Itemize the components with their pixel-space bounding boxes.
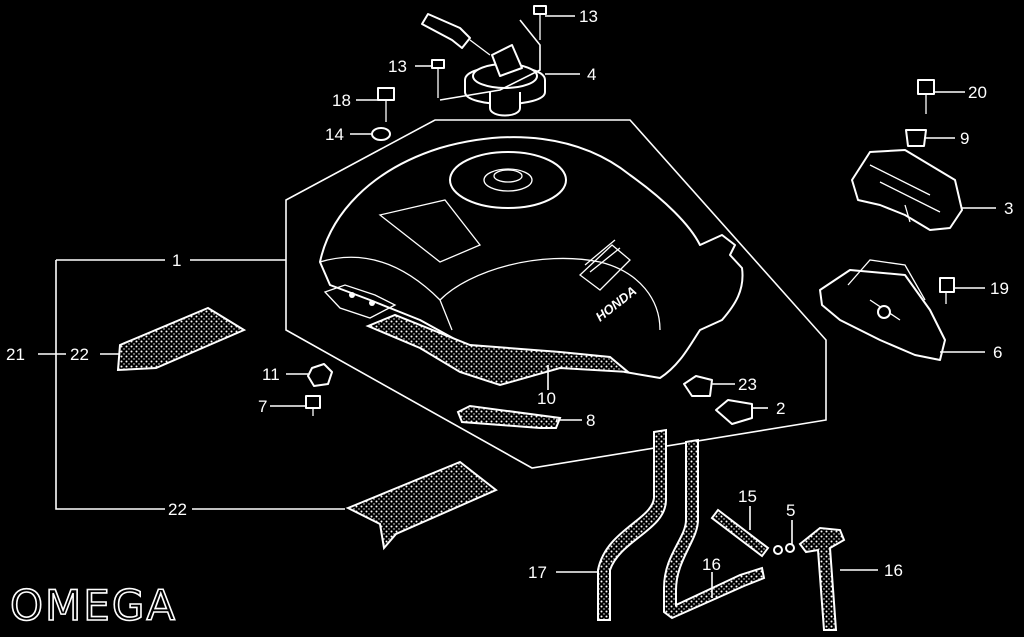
- part-20-bolt: [917, 79, 935, 114]
- part-22-pad-upper: [116, 306, 247, 372]
- label-22b: 22: [168, 500, 187, 519]
- label-13a: 13: [579, 7, 598, 26]
- label-17: 17: [528, 563, 547, 582]
- part-labels: 13 13 4 18 14 20 9 3 1 19 6 21 22 11 23 …: [6, 7, 1013, 582]
- part-9-collar: [905, 129, 927, 147]
- assembly-boundary: [285, 119, 827, 469]
- part-7-bolt: [305, 395, 321, 416]
- part-10-insulator: [365, 313, 631, 387]
- label-21: 21: [6, 345, 25, 364]
- label-15: 15: [738, 487, 757, 506]
- label-3: 3: [1004, 199, 1013, 218]
- label-6: 6: [993, 343, 1002, 362]
- label-23: 23: [738, 375, 757, 394]
- label-4: 4: [587, 65, 596, 84]
- part-16-hose-left: [663, 438, 766, 620]
- label-11: 11: [262, 365, 280, 384]
- label-16a: 16: [702, 555, 721, 574]
- label-14: 14: [325, 125, 344, 144]
- part-13-screw-left: [431, 59, 445, 98]
- label-18: 18: [332, 91, 351, 110]
- label-22a: 22: [70, 345, 89, 364]
- label-8: 8: [586, 411, 595, 430]
- label-20: 20: [968, 83, 987, 102]
- label-16b: 16: [884, 561, 903, 580]
- group-bracket: [55, 259, 345, 510]
- leader-lines: [100, 15, 996, 598]
- fuel-tank: HONDA: [319, 136, 744, 379]
- label-13b: 13: [388, 57, 407, 76]
- part-11-nut: [307, 363, 333, 387]
- label-5: 5: [786, 501, 795, 520]
- part-2-cushion: [715, 399, 753, 425]
- label-7: 7: [258, 397, 267, 416]
- part-14-washer: [371, 127, 391, 141]
- part-13-screw-top: [533, 5, 547, 40]
- part-4-fuel-cap: [421, 13, 546, 117]
- part-23-cushion: [683, 375, 713, 397]
- part-3-mount-bracket: [851, 149, 963, 231]
- part-18-bolt: [377, 87, 395, 122]
- part-15-hose: [710, 508, 770, 558]
- part-8-strip: [456, 404, 562, 429]
- label-1: 1: [172, 251, 181, 270]
- part-5-clip: [773, 543, 795, 555]
- label-2: 2: [776, 399, 785, 418]
- part-17-hose: [597, 428, 667, 621]
- label-10: 10: [537, 389, 556, 408]
- part-22-pad-lower: [345, 460, 498, 551]
- label-19: 19: [990, 279, 1009, 298]
- label-9: 9: [960, 129, 969, 148]
- part-16-hose-right: [798, 526, 846, 631]
- part-19-bolt: [939, 277, 955, 304]
- omega-logo: OMEGA: [10, 581, 177, 630]
